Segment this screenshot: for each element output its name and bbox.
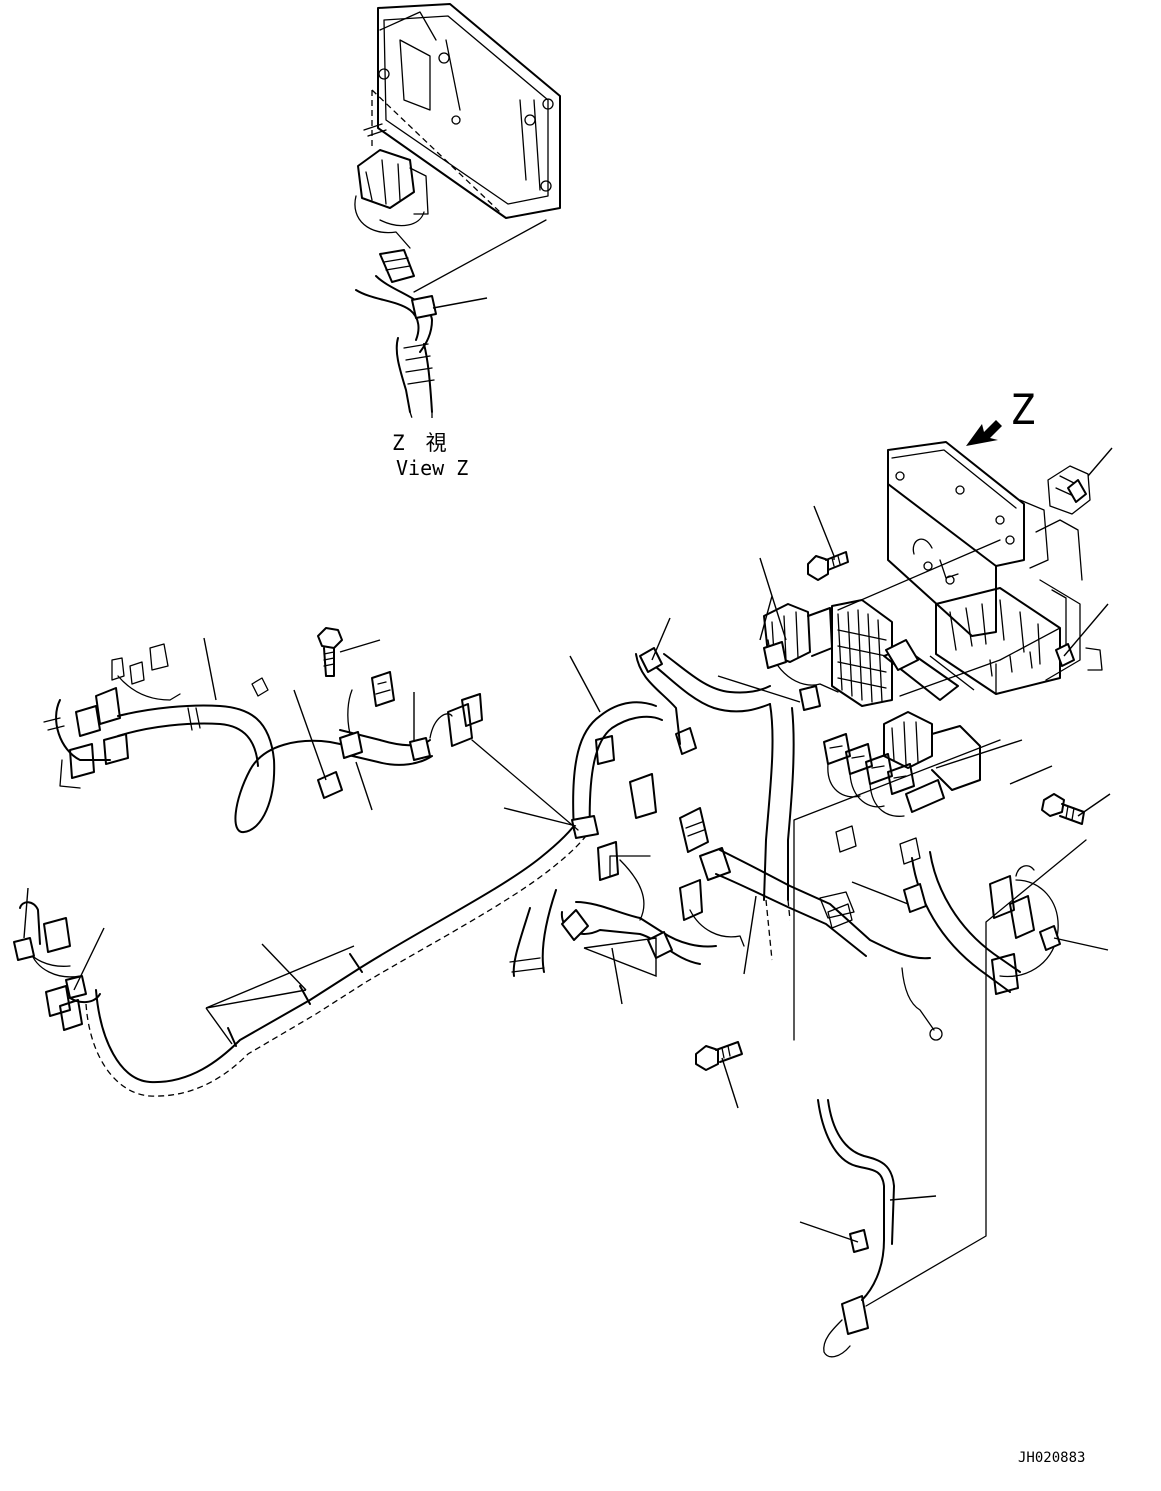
view-label-japanese: Z 視 [392, 431, 447, 455]
view-z-inset: Z 視 View Z [354, 3, 561, 480]
bolt-fuse-box [807, 551, 849, 581]
bolt-upper-left [317, 627, 343, 677]
view-z-arrow: Z [966, 385, 1035, 446]
ground-wire [817, 1099, 895, 1358]
controller-panel [887, 441, 1103, 695]
view-label-english: View Z [396, 456, 468, 480]
leader-lines [23, 447, 1113, 1307]
bolt-lower-middle [695, 1041, 743, 1071]
main-harness [85, 647, 1061, 1097]
bolts [317, 551, 1085, 1071]
drawing-code: JH020883 [1018, 1450, 1085, 1466]
view-arrow-letter: Z [1010, 385, 1035, 434]
fuse-box-area [763, 599, 981, 865]
bolt-right-side [1041, 793, 1085, 825]
left-harness [13, 643, 483, 1031]
